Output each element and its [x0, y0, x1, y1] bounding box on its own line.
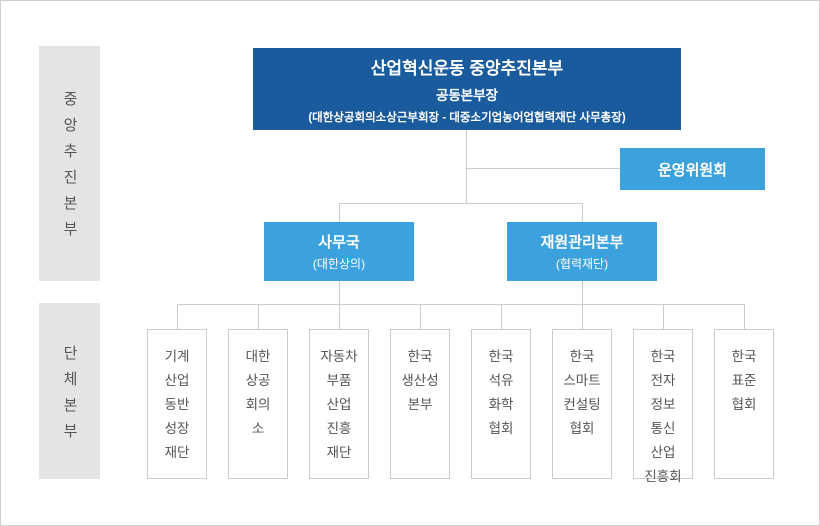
member-org-box-auto-parts-foundation: 자동차 부품 산업 진흥 재단 — [309, 329, 369, 479]
steering-committee-label: 운영위원회 — [657, 161, 727, 179]
fund-management-box: 재원관리본부 (협력재단) — [507, 222, 657, 281]
member-org-box-standards-assoc: 한국 표준 협회 — [714, 329, 774, 479]
connector-member-stub-6 — [582, 304, 583, 329]
fund-management-org: (협력재단) — [555, 257, 609, 271]
connector-member-stub-1 — [177, 304, 178, 329]
member-org-box-electronics-assoc: 한국 전자 정보 통신 산업 진흥회 — [633, 329, 693, 484]
connector-member-stub-8 — [744, 304, 745, 329]
headquarters-subtitle: 공동본부장 — [435, 87, 499, 103]
steering-committee-box: 운영위원회 — [620, 148, 765, 190]
connector-hq-vertical — [466, 130, 467, 203]
member-org-box-machinery-foundation: 기계 산업 동반 성장 재단 — [147, 329, 207, 479]
headquarters-detail: (대한상공회의소상근부회장 - 대중소기업농어업협력재단 사무총장) — [308, 111, 626, 124]
member-org-box-petrochemical-assoc: 한국 석유 화학 협회 — [471, 329, 531, 479]
fund-management-name: 재원관리본부 — [540, 234, 624, 251]
member-org-box-productivity-center: 한국 생산성 본부 — [390, 329, 450, 479]
member-org-box-korcham: 대한 상공 회의 소 — [228, 329, 288, 479]
headquarters-box: 산업혁신운동 중앙추진본부 공동본부장 (대한상공회의소상근부회장 - 대중소기… — [253, 48, 681, 130]
secretariat-name: 사무국 — [318, 234, 360, 251]
connector-member-stub-4 — [420, 304, 421, 329]
sidebar-section-central-hq: 중앙추진본부 — [39, 46, 100, 281]
sidebar-section-central-hq-label: 중앙추진본부 — [61, 91, 78, 247]
connector-member-stub-5 — [501, 304, 502, 329]
connector-member-stub-3 — [339, 304, 340, 329]
sidebar-section-group-hq-label: 단체본부 — [61, 344, 78, 449]
connector-members-bus — [177, 304, 745, 305]
connector-secretariat-stub — [339, 203, 340, 222]
connector-divisions-horizontal — [339, 203, 583, 204]
connector-secretariat-feed — [339, 281, 340, 304]
connector-steering-horizontal — [466, 168, 620, 169]
connector-member-stub-7 — [663, 304, 664, 329]
connector-fund-feed — [582, 281, 583, 304]
headquarters-title: 산업혁신운동 중앙추진본부 — [370, 58, 564, 78]
secretariat-org: (대한상의) — [312, 257, 366, 271]
member-org-box-smart-consulting-assoc: 한국 스마트 컨설팅 협회 — [552, 329, 612, 479]
connector-member-stub-2 — [258, 304, 259, 329]
connector-fund-stub — [582, 203, 583, 222]
sidebar-section-group-hq: 단체본부 — [39, 303, 100, 479]
secretariat-box: 사무국 (대한상의) — [264, 222, 414, 281]
